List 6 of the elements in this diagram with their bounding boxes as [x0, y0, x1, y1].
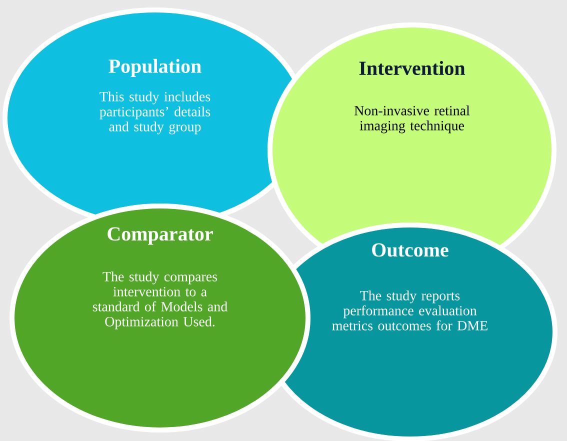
heading: Outcome	[372, 243, 448, 257]
heading: Intervention	[359, 60, 466, 76]
description: The study reports performance evaluation metrics outcomes for DME	[332, 290, 488, 330]
description: Non-invasive retinal imaging technique	[354, 106, 470, 134]
heading: Population	[108, 58, 202, 78]
description: This study includes participants’ details and study group	[100, 92, 210, 134]
